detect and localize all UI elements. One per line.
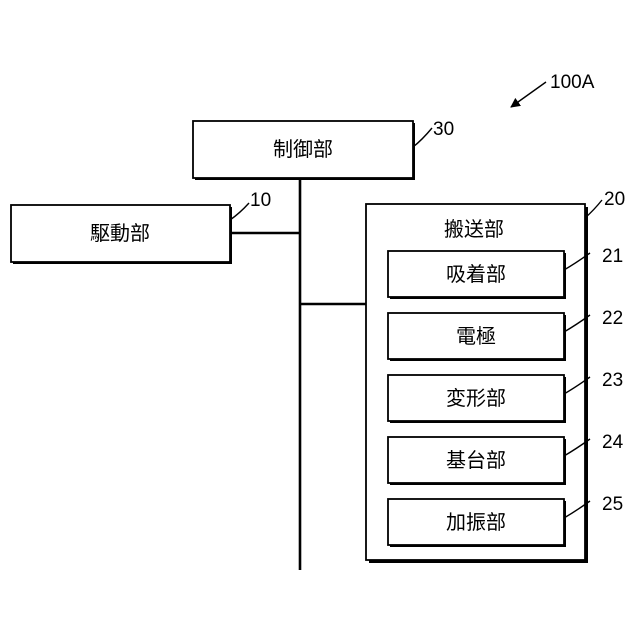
drive-unit-ref: 10 [250, 190, 271, 211]
suction-part-label: 吸着部 [446, 262, 506, 286]
electrode-ref: 22 [602, 308, 623, 329]
device-ref-arrow [511, 82, 546, 107]
control-unit-label: 制御部 [273, 137, 333, 161]
suction-part-ref: 21 [602, 246, 623, 267]
transport-unit-label: 搬送部 [444, 217, 504, 241]
vibration-part-ref: 25 [602, 494, 623, 515]
base-part-block: 基台部 24 [388, 432, 624, 485]
deformation-part-ref: 23 [602, 370, 623, 391]
drive-unit-block: 駆動部 10 [11, 190, 271, 264]
drive-unit-leader [230, 203, 249, 220]
connection-bus [230, 177, 366, 570]
vibration-part-label: 加振部 [446, 510, 506, 534]
control-unit-block: 制御部 30 [193, 119, 454, 180]
drive-unit-label: 駆動部 [90, 221, 150, 245]
deformation-part-label: 変形部 [446, 386, 506, 410]
transport-unit-ref: 20 [604, 189, 625, 210]
device-reference: 100A [511, 72, 595, 107]
base-part-label: 基台部 [446, 448, 506, 472]
control-unit-leader [413, 128, 432, 147]
base-part-ref: 24 [602, 432, 624, 453]
device-ref-label: 100A [550, 72, 595, 93]
control-unit-ref: 30 [433, 119, 454, 140]
electrode-label: 電極 [456, 324, 496, 348]
